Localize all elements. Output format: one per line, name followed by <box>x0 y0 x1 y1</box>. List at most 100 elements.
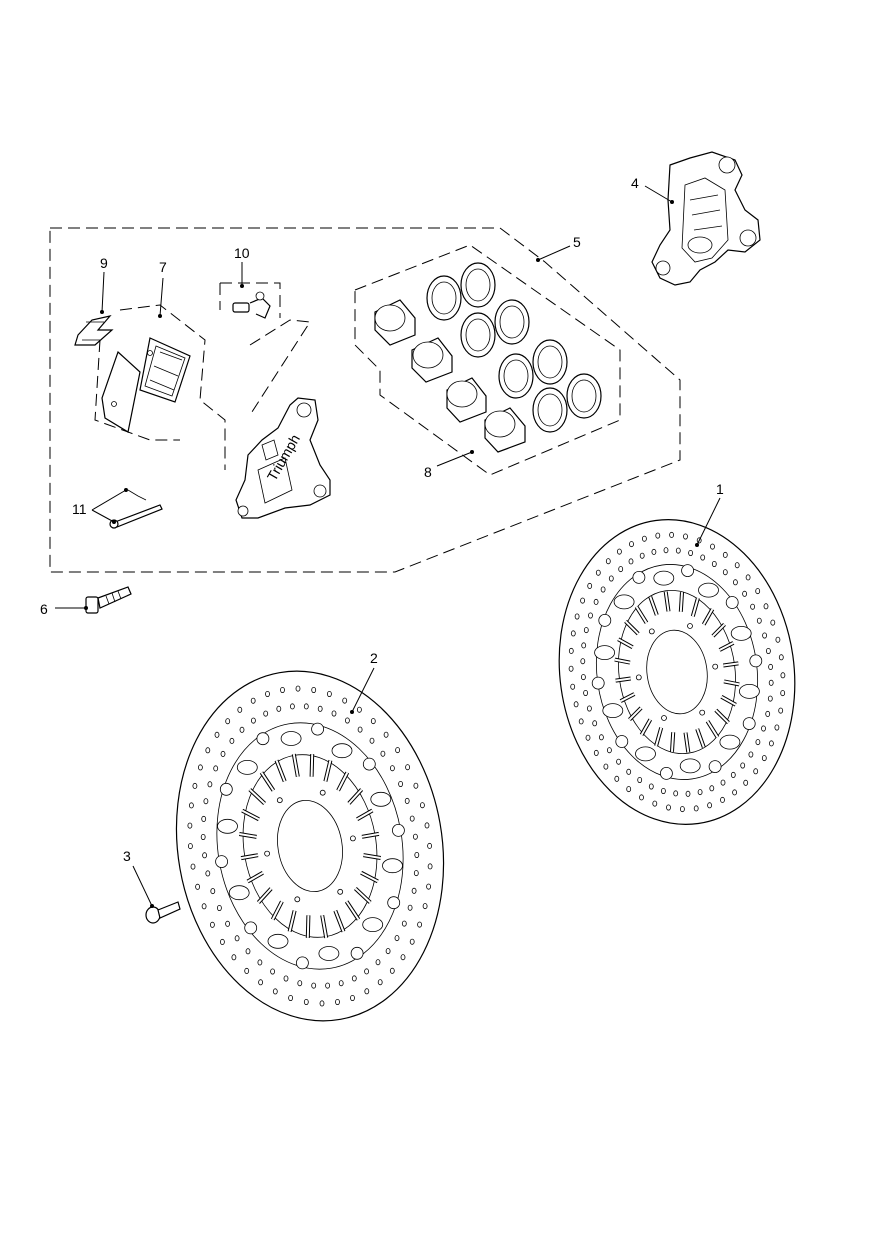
callout-10: 10 <box>234 245 250 261</box>
carrier-slot <box>617 638 634 649</box>
drill-hole <box>585 734 591 741</box>
carrier-lobe <box>635 746 656 762</box>
carrier-slot <box>640 719 652 736</box>
drill-hole <box>780 690 786 697</box>
drill-hole <box>209 921 215 928</box>
pad-pin <box>109 489 163 529</box>
floating-button <box>387 896 401 910</box>
drill-hole <box>414 852 420 859</box>
carrier-lobe <box>739 684 760 699</box>
carrier-slot <box>249 788 266 805</box>
drill-hole <box>663 547 669 554</box>
drill-hole <box>192 782 198 789</box>
drill-hole <box>753 768 759 775</box>
drill-hole <box>748 751 754 758</box>
drill-hole <box>734 562 740 569</box>
drill-hole <box>202 852 208 859</box>
drill-hole <box>265 691 270 698</box>
drill-hole <box>639 552 645 559</box>
drill-hole <box>740 762 746 769</box>
brake-disc-left <box>175 670 445 1022</box>
carrier-lobe <box>602 703 624 718</box>
floating-button <box>350 946 364 960</box>
drill-hole <box>570 683 576 690</box>
hub-bolt-hole <box>349 835 356 842</box>
carrier-slot <box>679 592 683 612</box>
drill-hole <box>311 687 317 694</box>
drill-hole <box>616 758 621 765</box>
carrier-lobe <box>613 594 635 610</box>
drill-hole <box>422 903 428 910</box>
floating-button <box>391 824 405 837</box>
drill-hole <box>239 726 245 733</box>
drill-hole <box>568 665 574 672</box>
hub-bolt-hole <box>276 797 283 804</box>
floating-button <box>219 782 233 796</box>
drill-hole <box>626 768 632 775</box>
drill-hole <box>338 980 344 987</box>
drill-hole <box>730 771 736 778</box>
drill-hole <box>244 967 250 974</box>
carrier-slot <box>334 910 345 932</box>
carrier-slot <box>361 832 380 838</box>
drill-hole <box>720 796 725 803</box>
drill-hole <box>234 935 240 942</box>
carrier-lobe <box>331 743 353 759</box>
drill-hole <box>778 707 784 714</box>
carrier-slot <box>337 772 349 791</box>
drill-hole <box>364 968 370 975</box>
drill-hole <box>680 806 685 813</box>
hub-bolt-hole <box>661 715 667 721</box>
hub-bolt-hole <box>712 663 719 670</box>
drill-hole <box>205 870 211 877</box>
drill-hole <box>580 658 586 665</box>
drill-hole <box>276 705 282 712</box>
drill-hole <box>707 802 712 809</box>
carrier-slot <box>664 591 670 612</box>
drill-hole <box>720 779 726 786</box>
drill-hole <box>595 569 601 576</box>
drill-hole <box>603 763 609 770</box>
drill-hole <box>424 822 430 829</box>
drill-hole <box>648 783 654 790</box>
drill-hole <box>303 999 309 1006</box>
drill-hole <box>413 870 419 877</box>
drill-hole <box>394 935 400 942</box>
drill-hole <box>187 822 193 829</box>
drill-hole <box>683 533 688 540</box>
carrier-slot <box>706 720 719 738</box>
floating-button <box>311 722 325 736</box>
drill-hole <box>364 988 370 995</box>
callout-4: 4 <box>631 175 639 191</box>
carrier-lobe <box>280 731 302 746</box>
disc-carrier-slots <box>215 722 405 970</box>
drill-hole <box>769 740 774 747</box>
drill-hole <box>711 561 717 568</box>
drill-hole <box>229 737 235 744</box>
drill-hole <box>201 903 207 910</box>
floating-button <box>215 855 229 868</box>
drill-hole <box>342 697 348 704</box>
brake-disc-right <box>558 519 796 825</box>
drill-hole <box>614 775 620 782</box>
drill-hole <box>283 975 289 982</box>
callout-11: 11 <box>72 501 87 517</box>
drill-hole <box>225 920 231 927</box>
drill-hole <box>357 726 363 733</box>
drill-hole <box>669 531 674 538</box>
disc-drill-holes <box>568 531 786 813</box>
carrier-slot <box>260 771 275 792</box>
drill-hole <box>767 695 773 702</box>
floating-button <box>244 921 258 935</box>
carrier-slot <box>363 854 381 859</box>
carrier-lobe <box>730 626 752 641</box>
carrier-lobe <box>318 946 340 961</box>
drill-hole <box>710 543 715 550</box>
carrier-slot <box>257 887 272 904</box>
drill-hole <box>768 679 774 686</box>
drill-hole <box>413 782 419 789</box>
carrier-slot <box>719 642 734 651</box>
drill-hole <box>709 785 715 792</box>
carrier-lobe <box>719 734 741 750</box>
drill-hole <box>774 724 780 731</box>
